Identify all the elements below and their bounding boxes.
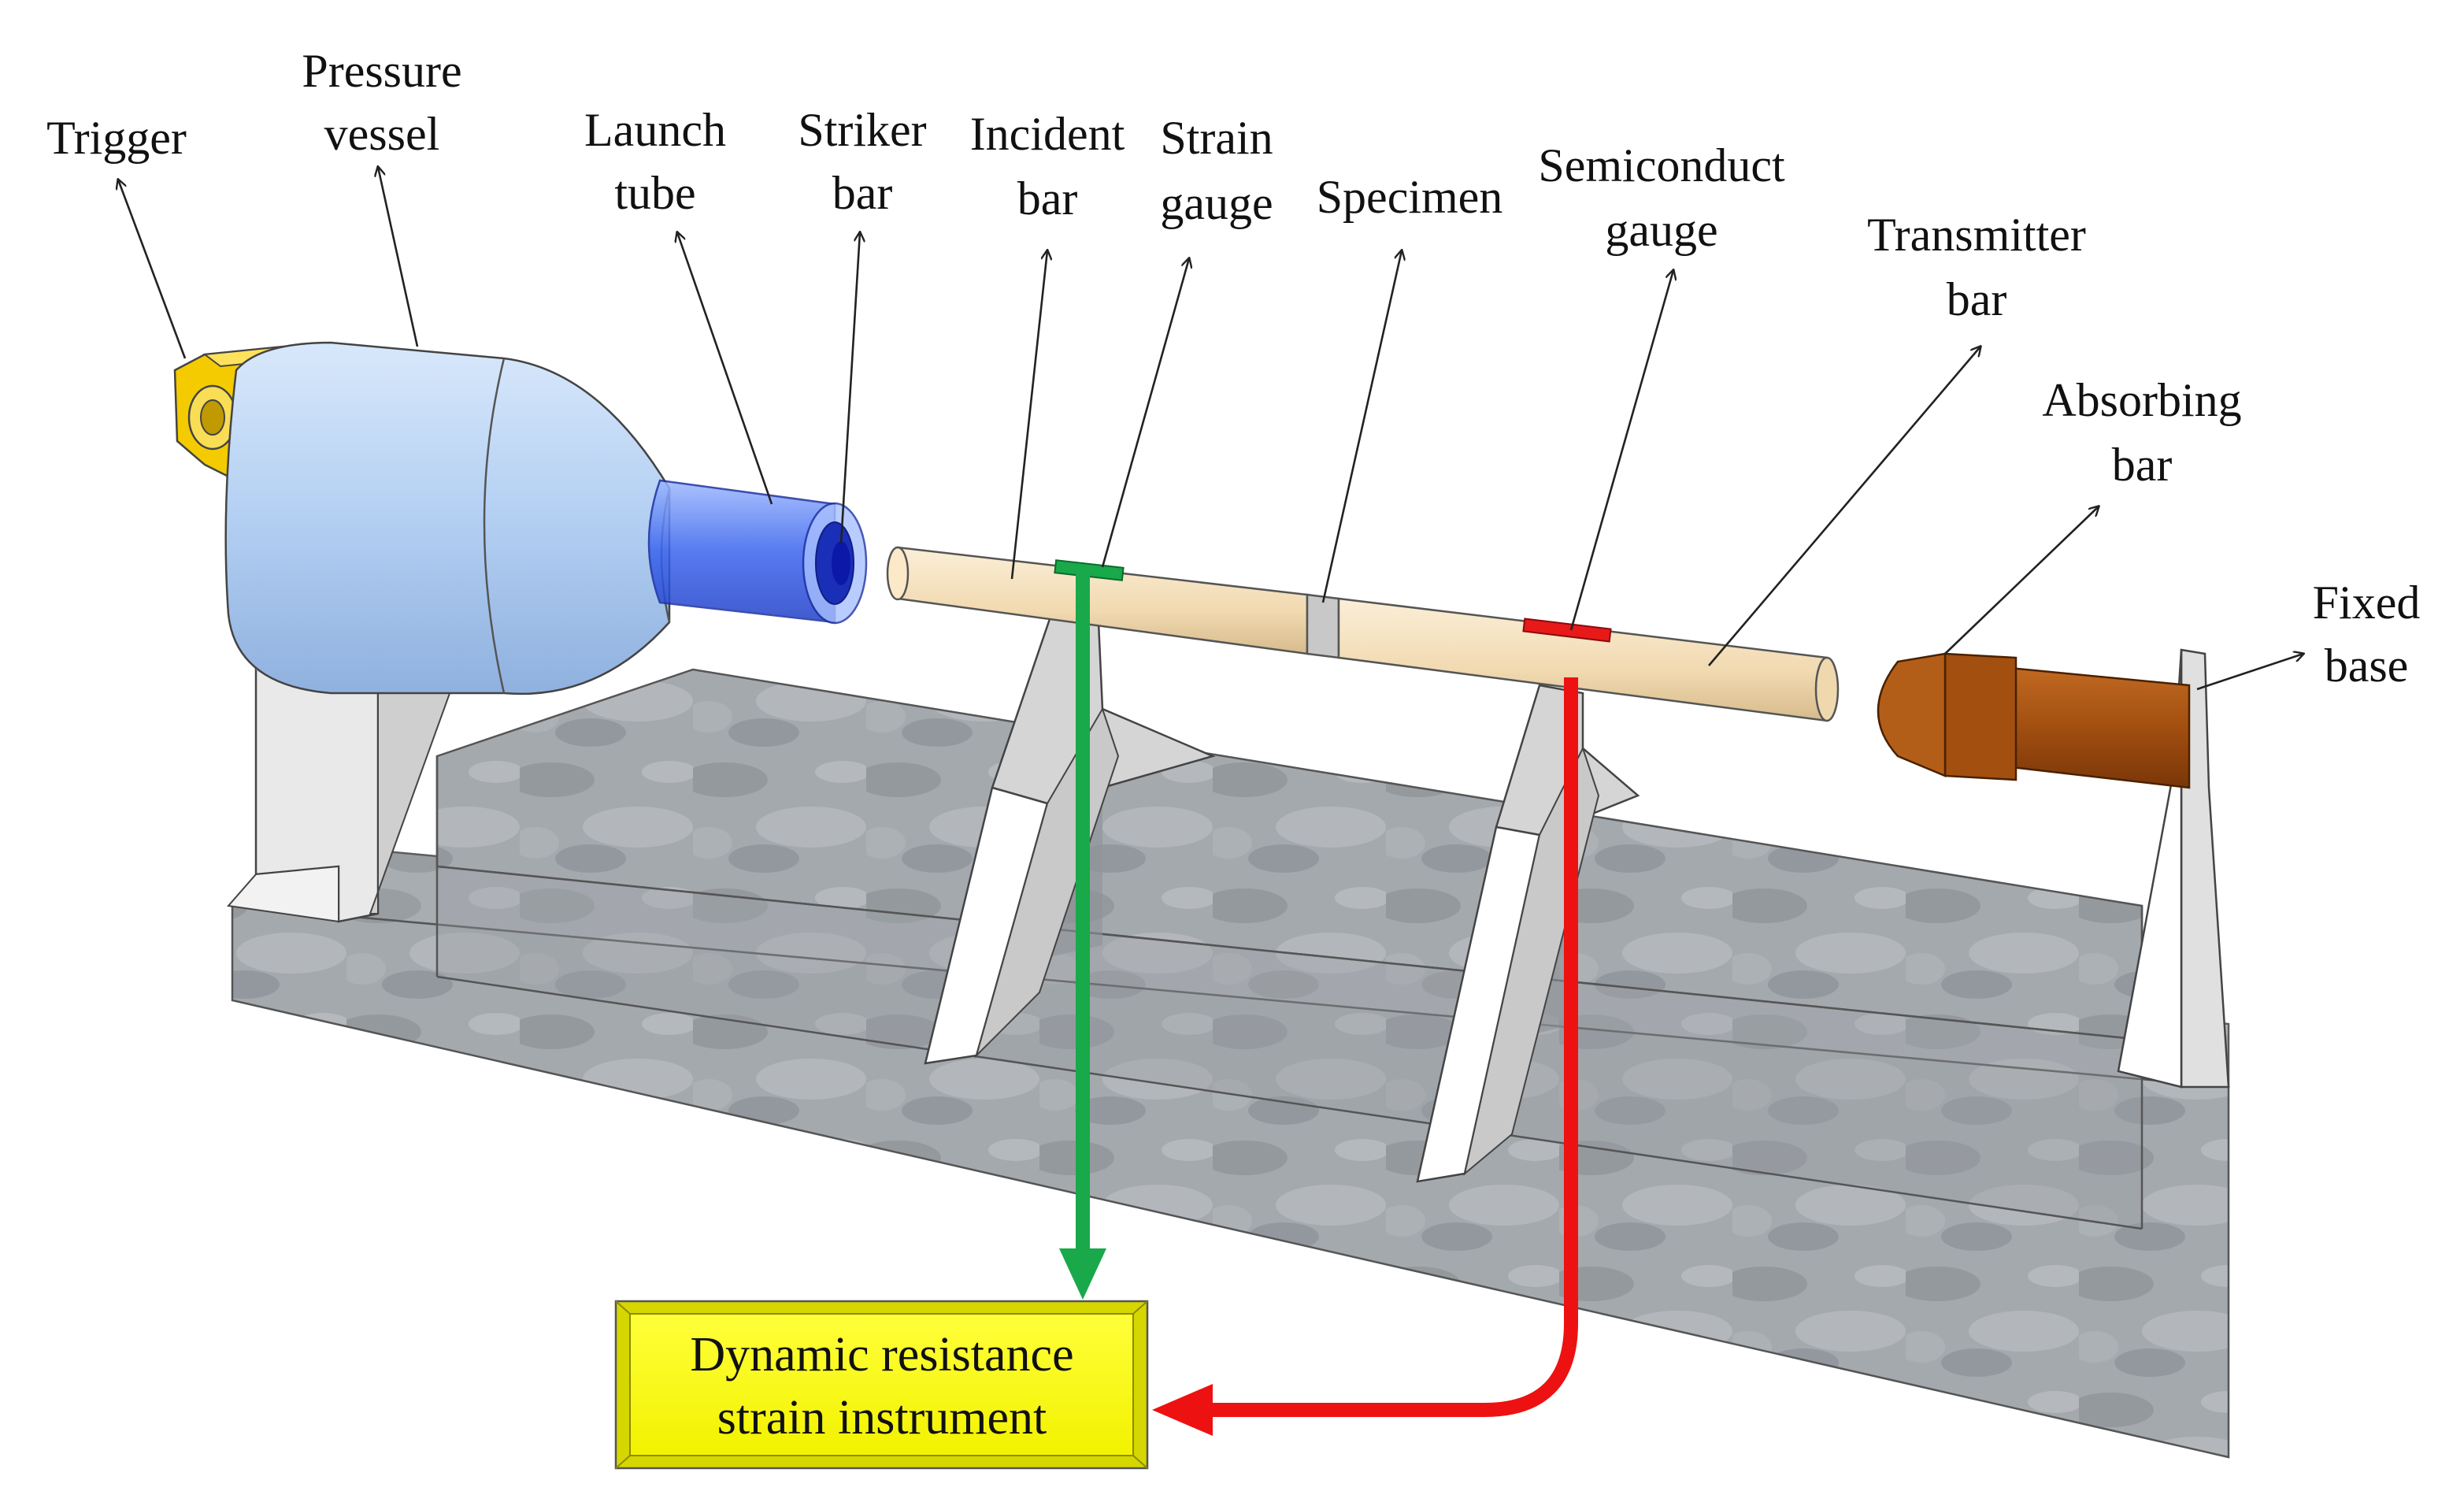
label-incident-bar-line2: bar — [1017, 172, 1078, 224]
label-fixed-base-line2: base — [2325, 640, 2409, 692]
leader-strain-gauge — [1101, 258, 1189, 568]
base-platform — [231, 668, 2230, 1459]
strain-gauge-signal-line — [1059, 571, 1106, 1300]
striker-bar — [832, 541, 850, 585]
pressure-vessel — [224, 341, 671, 696]
leader-absorbing-bar — [1944, 506, 2099, 655]
component-labels: Trigger Pressure vessel Launch tube Stri… — [46, 45, 2420, 692]
leader-launch-tube — [677, 232, 773, 505]
transmitter-bar — [1337, 597, 1840, 722]
label-launch-tube-line1: Launch — [584, 104, 726, 156]
label-strain-gauge-line1: Strain — [1160, 112, 1273, 164]
leader-striker-bar — [839, 232, 860, 544]
label-transmitter-bar-line1: Transmitter — [1867, 209, 2086, 261]
label-striker-bar-line1: Striker — [798, 104, 926, 156]
instrument-label-line1: Dynamic resistance — [690, 1328, 1073, 1382]
leader-transmitter-bar — [1708, 347, 1980, 666]
leader-lines — [118, 167, 2303, 691]
label-transmitter-bar-line2: bar — [1947, 273, 2007, 325]
label-semiconduct-gauge-line1: Semiconduct — [1538, 139, 1785, 191]
label-absorbing-bar-line1: Absorbing — [2042, 374, 2241, 426]
label-pressure-vessel-line2: vessel — [324, 108, 440, 160]
label-strain-gauge-line2: gauge — [1160, 177, 1273, 229]
semiconduct-gauge — [1522, 618, 1612, 643]
label-launch-tube-line2: tube — [614, 167, 695, 219]
label-absorbing-bar-line2: bar — [2112, 439, 2173, 491]
leader-trigger — [118, 180, 187, 359]
leader-pressure-vessel — [378, 167, 419, 347]
label-pressure-vessel-line1: Pressure — [302, 45, 461, 97]
semiconduct-gauge-signal-line — [1152, 677, 1578, 1436]
dynamic-resistance-strain-instrument: Dynamic resistance strain instrument — [614, 1300, 1149, 1470]
fixed-base-support — [2117, 648, 2230, 1089]
label-incident-bar-line1: Incident — [970, 108, 1125, 160]
leader-fixed-base — [2196, 654, 2303, 691]
label-fixed-base-line1: Fixed — [2313, 577, 2421, 629]
instrument-label-line2: strain instrument — [717, 1391, 1047, 1445]
leader-specimen — [1321, 250, 1402, 603]
specimen — [1306, 593, 1340, 659]
label-trigger: Trigger — [46, 112, 187, 164]
label-specimen: Specimen — [1317, 171, 1503, 223]
absorbing-bar — [1877, 652, 2191, 789]
incident-bar — [886, 546, 1309, 655]
label-striker-bar-line2: bar — [832, 167, 893, 219]
leader-semiconduct-gauge — [1569, 270, 1673, 631]
label-semiconduct-gauge-line2: gauge — [1605, 204, 1717, 256]
leader-incident-bar — [1010, 250, 1047, 580]
